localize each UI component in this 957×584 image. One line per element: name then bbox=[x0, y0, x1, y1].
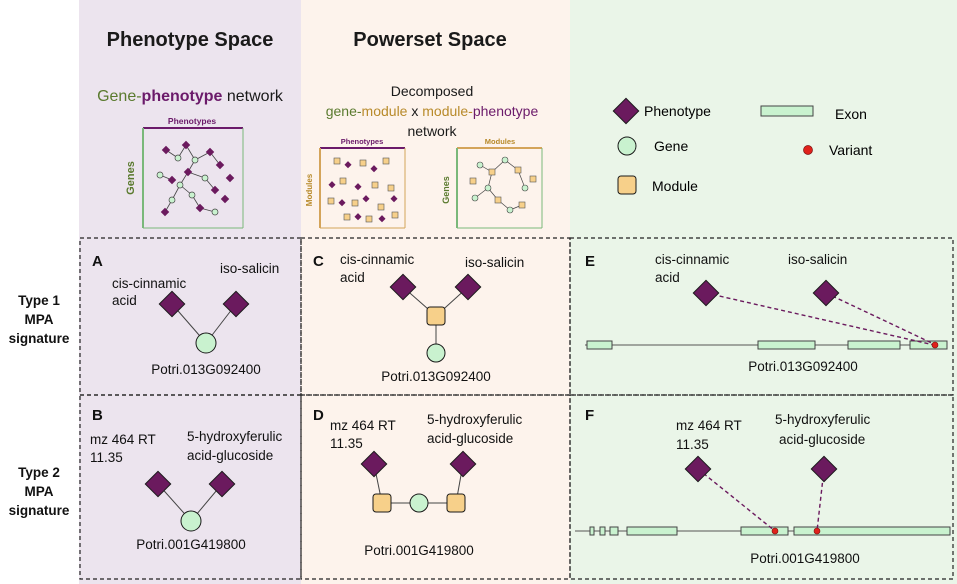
variant-legend-icon bbox=[803, 145, 813, 155]
matrix1-phenotypes-label: Phenotypes bbox=[341, 137, 384, 146]
gene-legend-icon bbox=[617, 136, 637, 156]
svg-text:Type 2: Type 2 bbox=[18, 465, 60, 480]
panel-a-phenotype1-line2: acid bbox=[112, 293, 137, 308]
panel-f-phenotype2-line1: 5-hydroxyferulic bbox=[775, 412, 871, 427]
svg-text:signature: signature bbox=[9, 503, 70, 518]
module-gene-matrix: Modules Genes bbox=[441, 137, 543, 229]
panel-a-phenotype1-line1: cis-cinnamic bbox=[112, 276, 187, 291]
panel-b-gene-label: Potri.001G419800 bbox=[136, 537, 246, 552]
panel-b-phenotype2-line1: 5-hydroxyferulic bbox=[187, 429, 283, 444]
panel-a-gene-node bbox=[195, 332, 217, 354]
panel-f: F mz 464 RT 11.35 5-hydroxyferulic acid-… bbox=[575, 407, 951, 566]
legend-exon-label: Exon bbox=[835, 106, 867, 122]
powerset-space-background bbox=[301, 0, 570, 584]
legend-module-label: Module bbox=[652, 178, 698, 194]
panel-f-exons bbox=[589, 526, 951, 536]
row-label-type2: Type 2 MPA signature bbox=[9, 465, 70, 518]
panel-borders bbox=[79, 237, 954, 580]
panel-d-gene-label: Potri.001G419800 bbox=[364, 543, 474, 558]
decomposed-title-line1: Decomposed bbox=[391, 83, 474, 99]
panel-d-phenotype1-line2: 11.35 bbox=[330, 436, 363, 451]
gene-phenotype-matrix: Phenotypes Genes bbox=[125, 116, 244, 229]
matrix2-modules-label: Modules bbox=[485, 137, 515, 146]
panel-c-module-node bbox=[426, 306, 446, 326]
panel-d-module2-node bbox=[446, 493, 466, 513]
panel-e-phenotype1-line2: acid bbox=[655, 270, 680, 285]
panel-c-phenotype1-line2: acid bbox=[340, 270, 365, 285]
gene-phenotype-network-title: Gene-phenotype network bbox=[97, 88, 284, 105]
panel-e: E cis-cinnamic acid iso-salicin Potri.01… bbox=[585, 252, 948, 374]
panel-f-variant2 bbox=[813, 527, 821, 535]
panel-e-variant bbox=[931, 341, 939, 349]
panel-a-letter: A bbox=[92, 253, 103, 270]
panel-e-letter: E bbox=[585, 253, 595, 270]
panel-a-gene-label: Potri.013G092400 bbox=[151, 362, 261, 377]
panel-f-gene-label: Potri.001G419800 bbox=[750, 551, 860, 566]
legend-background bbox=[570, 0, 957, 584]
panel-c: C cis-cinnamic acid iso-salicin Potri.01… bbox=[313, 252, 524, 384]
decomposed-title-line3: network bbox=[407, 123, 457, 139]
matrix1-modules-label: Modules bbox=[305, 173, 314, 206]
panel-b-phenotype2-line2: acid-glucoside bbox=[187, 448, 273, 463]
panel-d-letter: D bbox=[313, 407, 324, 424]
panel-d-phenotype2-line2: acid-glucoside bbox=[427, 431, 513, 446]
matrix-genes-label: Genes bbox=[125, 161, 137, 195]
panel-d-phenotype2-line1: 5-hydroxyferulic bbox=[427, 412, 523, 427]
panel-e-phenotype1-line1: cis-cinnamic bbox=[655, 252, 730, 267]
matrix2-genes-label: Genes bbox=[441, 176, 451, 204]
panel-b: B mz 464 RT 11.35 5-hydroxyferulic acid-… bbox=[90, 407, 283, 552]
matrix-phenotypes-label: Phenotypes bbox=[168, 116, 216, 126]
panel-e-gene-label: Potri.013G092400 bbox=[748, 359, 858, 374]
legend-variant-label: Variant bbox=[829, 142, 872, 158]
panel-d-module1-node bbox=[372, 493, 392, 513]
panel-a: A cis-cinnamic acid iso-salicin Potri.01… bbox=[92, 253, 279, 377]
row-label-type1: Type 1 MPA signature bbox=[9, 293, 70, 346]
panel-c-letter: C bbox=[313, 253, 324, 270]
panel-d-gene-node bbox=[409, 493, 429, 513]
svg-text:signature: signature bbox=[9, 331, 70, 346]
panel-a-phenotype2: iso-salicin bbox=[220, 261, 279, 276]
svg-text:MPA: MPA bbox=[25, 484, 54, 499]
powerset-space-title: Powerset Space bbox=[353, 29, 506, 51]
panel-d-phenotype1-line1: mz 464 RT bbox=[330, 418, 396, 433]
svg-text:MPA: MPA bbox=[25, 312, 54, 327]
phenotype-space-title: Phenotype Space bbox=[107, 29, 274, 51]
svg-text:Type 1: Type 1 bbox=[18, 293, 60, 308]
panel-b-phenotype1-line2: 11.35 bbox=[90, 450, 123, 465]
legend: Phenotype Gene Module Exon Variant bbox=[612, 97, 872, 195]
decomposed-title-line2: gene-module x module-phenotype bbox=[326, 103, 539, 119]
panel-f-phenotype1-line2: 11.35 bbox=[676, 437, 709, 452]
panel-f-phenotype2-line2: acid-glucoside bbox=[779, 432, 865, 447]
panel-e-phenotype2: iso-salicin bbox=[788, 252, 847, 267]
panel-c-gene-node bbox=[426, 343, 446, 363]
panel-b-gene-node bbox=[180, 510, 202, 532]
panel-c-gene-label: Potri.013G092400 bbox=[381, 369, 491, 384]
panel-b-letter: B bbox=[92, 407, 103, 424]
panel-f-phenotype1-line1: mz 464 RT bbox=[676, 418, 742, 433]
panel-c-phenotype2: iso-salicin bbox=[465, 255, 524, 270]
panel-e-exons bbox=[586, 340, 948, 350]
phenotype-space-background bbox=[79, 0, 301, 584]
panel-f-letter: F bbox=[585, 407, 594, 424]
panel-c-phenotype1-line1: cis-cinnamic bbox=[340, 252, 415, 267]
legend-phenotype-label: Phenotype bbox=[644, 103, 711, 119]
legend-gene-label: Gene bbox=[654, 138, 688, 154]
panel-b-phenotype1-line1: mz 464 RT bbox=[90, 432, 156, 447]
panel-f-variant1 bbox=[771, 527, 779, 535]
module-legend-icon bbox=[617, 175, 637, 195]
exon-legend-icon bbox=[760, 105, 814, 117]
phenotype-module-matrix: Phenotypes Modules bbox=[305, 137, 406, 229]
panel-d: D mz 464 RT 11.35 5-hydroxyferulic acid-… bbox=[313, 407, 523, 558]
